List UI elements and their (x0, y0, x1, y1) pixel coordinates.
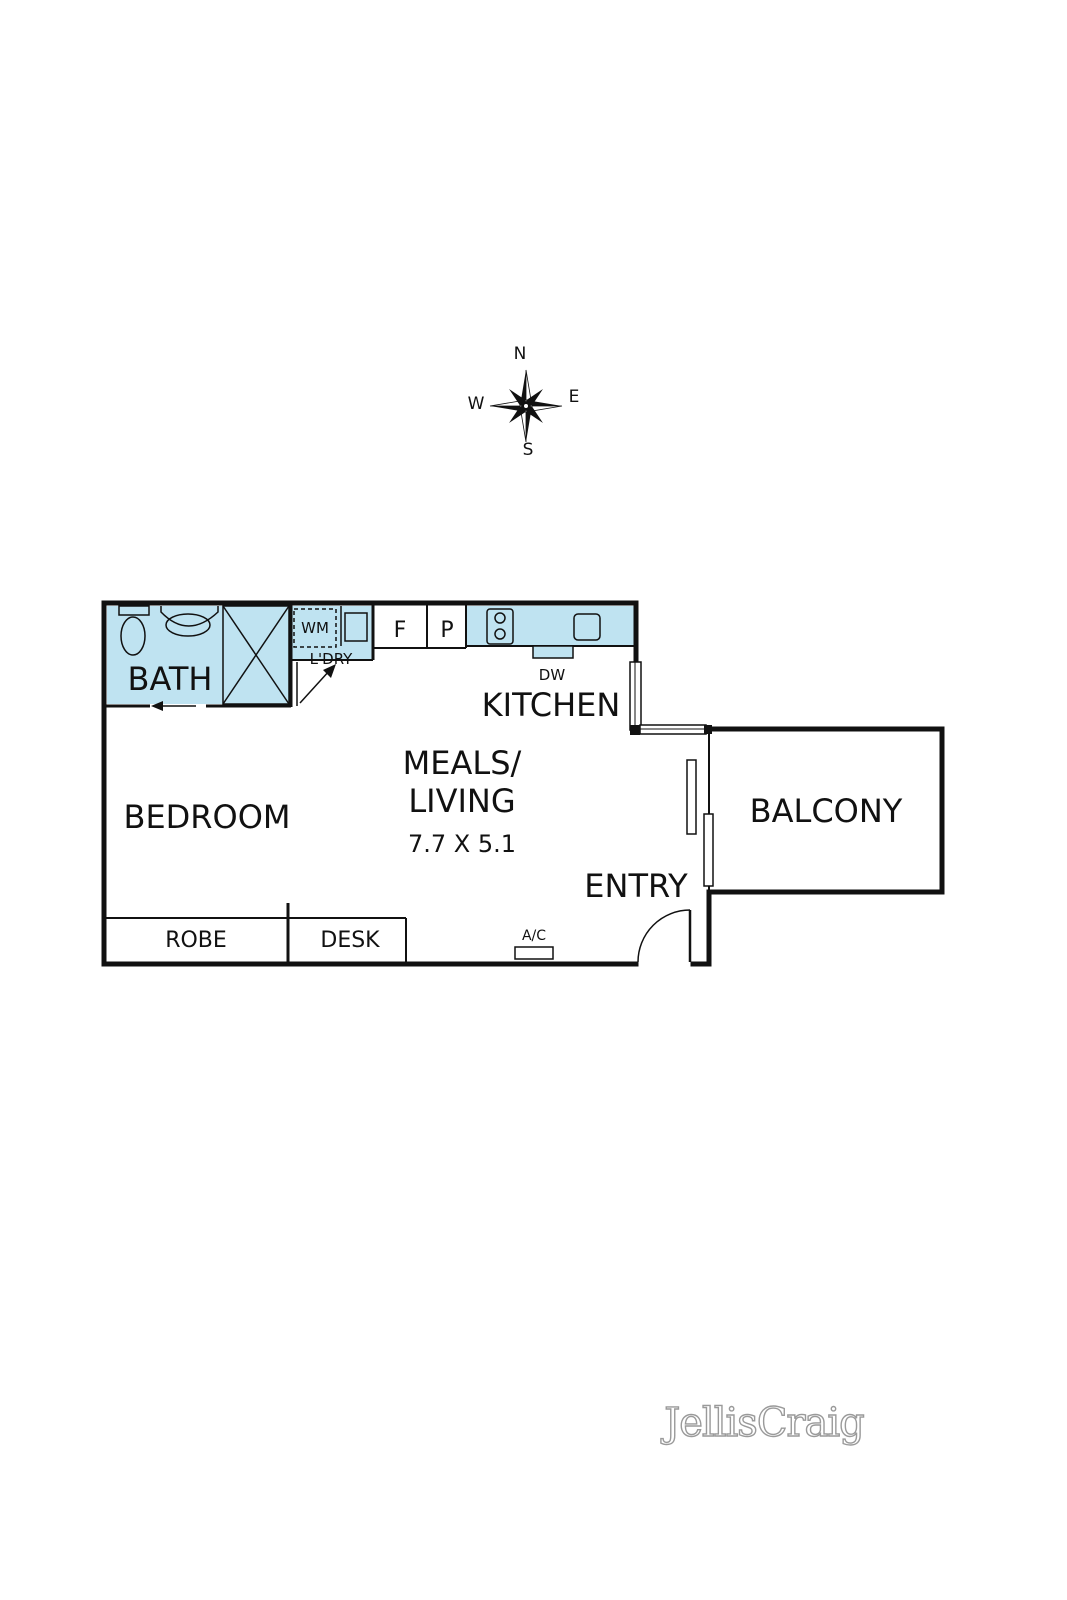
bath-fixtures (118, 605, 290, 705)
laundry-trough (344, 612, 368, 642)
cooktop (486, 608, 514, 645)
robe-label: ROBE (165, 928, 227, 953)
laundry-fixtures (293, 606, 368, 706)
dishwasher-label: DW (539, 666, 566, 684)
toilet-bowl (120, 616, 146, 656)
compass-east-label: E (569, 387, 580, 407)
exterior-walls (101, 600, 945, 967)
washing-machine-label: WM (301, 619, 329, 637)
meals-living-label-line1: MEALS/ (403, 744, 522, 782)
kitchen-label: KITCHEN (482, 686, 621, 724)
robe-desk-joinery (106, 903, 407, 964)
bedroom-label: BEDROOM (123, 798, 290, 836)
shower-recess (222, 605, 290, 705)
fridge-label: F (394, 618, 407, 643)
vanity-basin (160, 606, 219, 627)
toilet-cistern (118, 605, 150, 616)
air-conditioner-unit (514, 946, 554, 960)
compass-rose: N E S W (468, 344, 580, 460)
desk-label: DESK (320, 928, 380, 953)
kitchen-window (629, 661, 712, 735)
kitchen-fixtures (486, 608, 601, 659)
bath-door-arrow-icon (151, 701, 204, 711)
bath-label: BATH (128, 660, 213, 698)
kitchen-sink (573, 613, 601, 641)
dishwasher (532, 645, 574, 659)
pantry-label: P (440, 618, 453, 643)
compass-star-icon (489, 369, 563, 443)
laundry-label: L'DRY (310, 650, 353, 668)
balcony-sliding-door (686, 759, 714, 887)
bath-wet-area (107, 606, 291, 704)
washing-machine (293, 608, 337, 648)
laundry-wet-area (291, 606, 373, 660)
laundry-door-arrow-icon (299, 669, 331, 704)
air-conditioner-label: A/C (522, 928, 546, 944)
compass-north-label: N (514, 344, 527, 364)
entry-label: ENTRY (584, 867, 688, 905)
kitchen-bench-area (466, 606, 634, 646)
balcony-label: BALCONY (750, 792, 903, 830)
compass-west-label: W (468, 394, 485, 414)
jellis-craig-logo: JellisCraig (660, 1400, 864, 1446)
meals-living-dimensions: 7.7 X 5.1 (408, 830, 516, 858)
meals-living-label-line2: LIVING (408, 782, 515, 820)
compass-south-label: S (523, 440, 534, 460)
entry-door-swing (637, 909, 692, 963)
